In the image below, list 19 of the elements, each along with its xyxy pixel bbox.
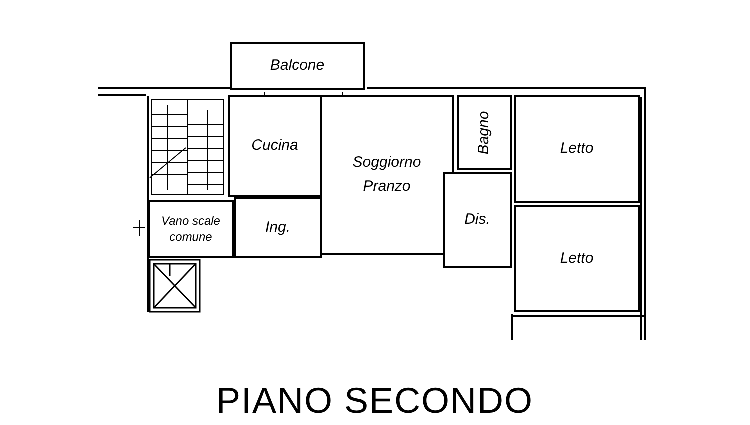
room-label: Bagno [474, 110, 494, 154]
room-label: Cucina [252, 136, 298, 156]
room-label: Letto [560, 248, 594, 268]
plan-title: PIANO SECONDO [215, 380, 535, 422]
room-label: Vano scale comune [160, 213, 222, 245]
room-outline [234, 197, 322, 258]
room-outline [228, 95, 322, 197]
room-label: Soggiorno Pranzo [352, 153, 422, 197]
room-outline [230, 42, 365, 90]
room-label: Dis. [464, 210, 490, 230]
room-outline [514, 205, 640, 312]
room-label: Balcone [270, 56, 325, 76]
room-outline [514, 95, 640, 203]
room-label: Letto [560, 139, 594, 159]
room-outline [148, 200, 234, 258]
room-outline [457, 95, 512, 170]
room-outline [320, 95, 454, 255]
room-outline [443, 172, 512, 268]
room-label: Ing. [265, 218, 291, 238]
